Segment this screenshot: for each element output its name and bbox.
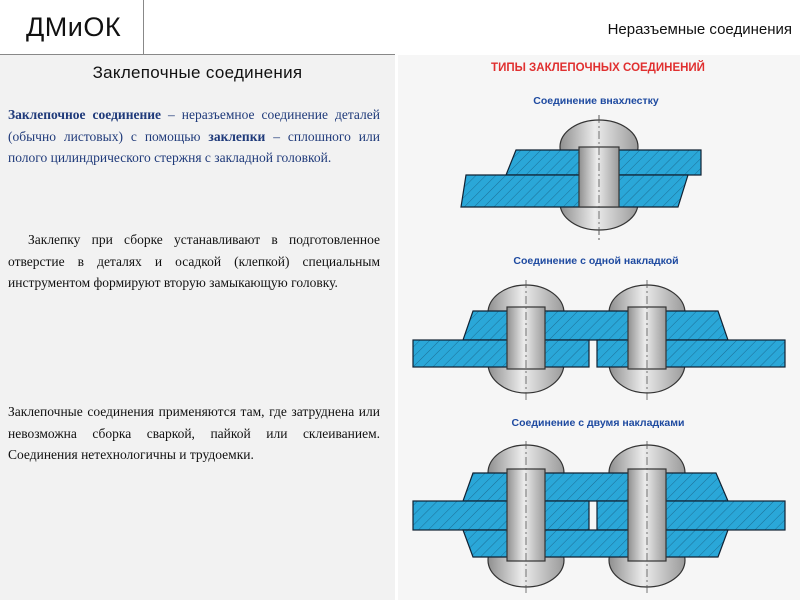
single-cover-drawing xyxy=(412,280,786,400)
right-sheet xyxy=(596,339,786,368)
assembly-text: Заклепку при сборке устанавливают в подг… xyxy=(8,232,380,290)
term-rivet: заклепки xyxy=(208,128,266,144)
header-divider-vertical xyxy=(143,0,144,55)
assembly-paragraph: Заклепку при сборке устанавливают в подг… xyxy=(8,229,380,294)
logo: ДМиОК xyxy=(26,12,122,42)
section-topic: Неразъемные соединения xyxy=(607,21,792,38)
text-panel: Заклепочные соединения Заклепочное соеди… xyxy=(0,55,395,600)
definition-paragraph: Заклепочное соединение – неразъемное сое… xyxy=(8,104,380,169)
definition-text-1: – неразъемное соединение деталей (обычно… xyxy=(8,107,380,144)
lap-joint-label: Соединение внахлестку xyxy=(533,95,659,107)
cover-plate xyxy=(462,310,729,341)
header-divider-horizontal xyxy=(0,54,395,55)
right-sheet-double xyxy=(596,500,786,531)
rivet-joints-diagram: ТИПЫ ЗАКЛЕПОЧНЫХ СОЕДИНЕНИЙ Соединение в… xyxy=(398,55,800,600)
figure-title: ТИПЫ ЗАКЛЕПОЧНЫХ СОЕДИНЕНИЙ xyxy=(491,61,705,74)
definition-highlight: Заклепочное соединение – неразъемное сое… xyxy=(8,107,380,165)
lap-joint-drawing xyxy=(460,115,702,240)
usage-paragraph: Заклепочные соединения применяются там, … xyxy=(8,404,380,462)
page-title: Заклепочные соединения xyxy=(92,63,303,82)
definition-text-2: – сплошного или полого цилиндрического с… xyxy=(8,128,380,166)
single-cover-label: Соединение с одной накладкой xyxy=(513,255,678,267)
left-sheet-double xyxy=(412,500,590,531)
rivet-joints-figure: ТИПЫ ЗАКЛЕПОЧНЫХ СОЕДИНЕНИЙ Соединение в… xyxy=(398,55,800,600)
top-cover-plate xyxy=(462,472,729,502)
left-sheet xyxy=(412,339,590,368)
term-rivet-joint: Заклепочное соединение xyxy=(8,107,162,122)
bottom-cover-plate xyxy=(462,529,729,558)
double-cover-label: Соединение с двумя накладками xyxy=(512,417,685,429)
double-cover-drawing xyxy=(412,441,786,595)
lower-plate xyxy=(460,174,689,208)
